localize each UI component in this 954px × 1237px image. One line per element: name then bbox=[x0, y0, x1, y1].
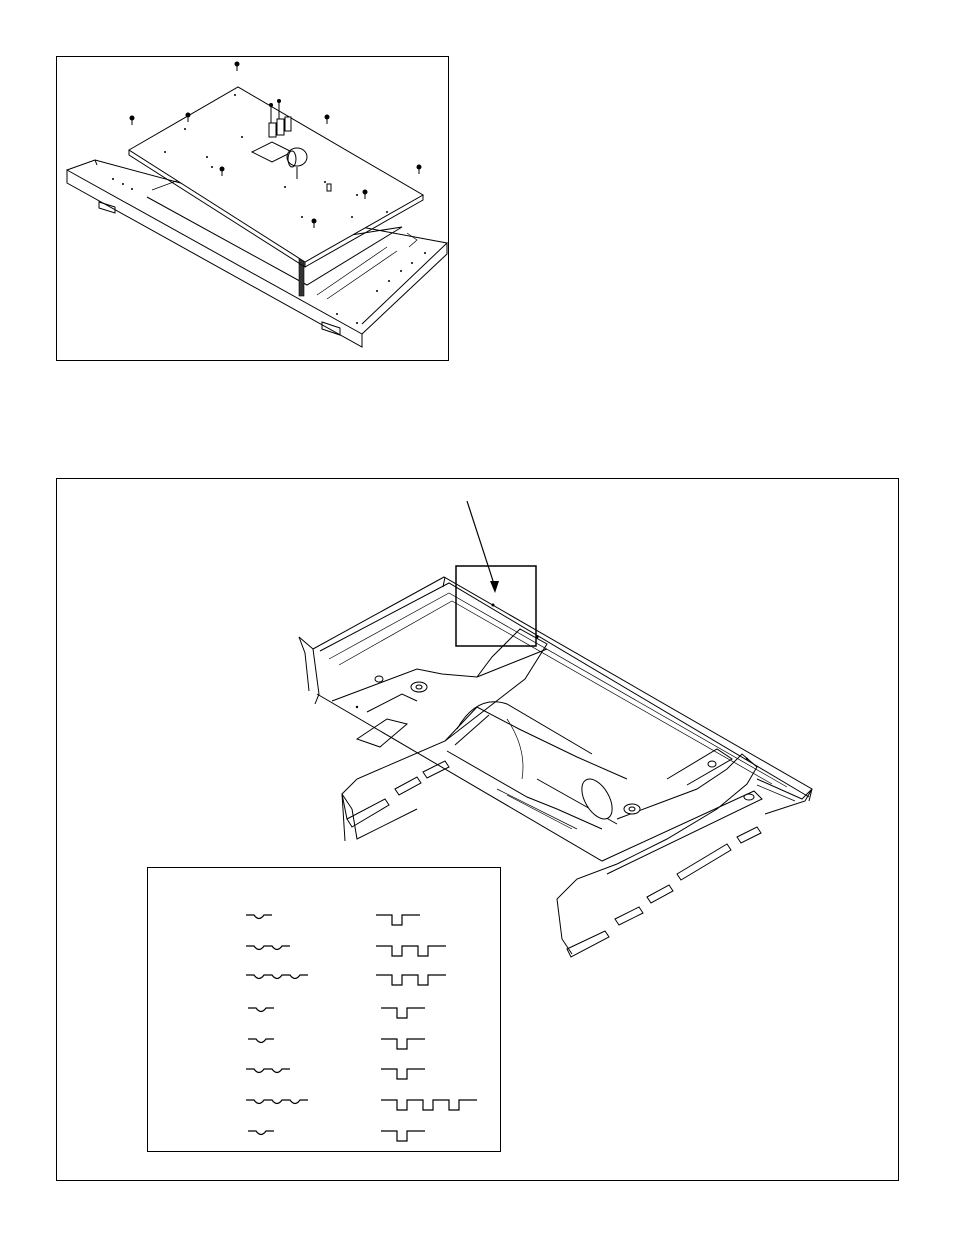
notch-symbol-rounded bbox=[248, 1008, 274, 1012]
notch-symbol-rounded bbox=[246, 1100, 308, 1104]
notch-symbol-square bbox=[381, 1131, 425, 1141]
notch-symbol-square bbox=[376, 946, 446, 956]
notch-symbol-rounded bbox=[246, 975, 308, 979]
arrow-icon bbox=[467, 501, 499, 593]
callout-box-icon bbox=[456, 566, 536, 646]
notch-symbol-rounded bbox=[246, 1069, 290, 1073]
notch-symbol-square bbox=[376, 915, 420, 925]
top-figure-frame bbox=[56, 56, 449, 361]
notch-symbol-square bbox=[381, 1008, 425, 1018]
notch-symbol-square bbox=[376, 975, 446, 985]
notch-symbol-rounded bbox=[246, 946, 290, 950]
notch-symbol-square bbox=[381, 1069, 425, 1079]
notch-symbol-grid bbox=[148, 868, 502, 1153]
notch-symbol-rounded bbox=[246, 915, 272, 919]
notch-symbol-square bbox=[381, 1100, 477, 1110]
notch-symbol-square bbox=[381, 1039, 425, 1049]
exploded-assembly-illustration bbox=[57, 57, 450, 362]
notch-symbol-rounded bbox=[248, 1131, 274, 1135]
notch-symbol-rounded bbox=[248, 1039, 274, 1043]
notch-legend bbox=[147, 867, 501, 1152]
burner-plate bbox=[129, 87, 423, 267]
